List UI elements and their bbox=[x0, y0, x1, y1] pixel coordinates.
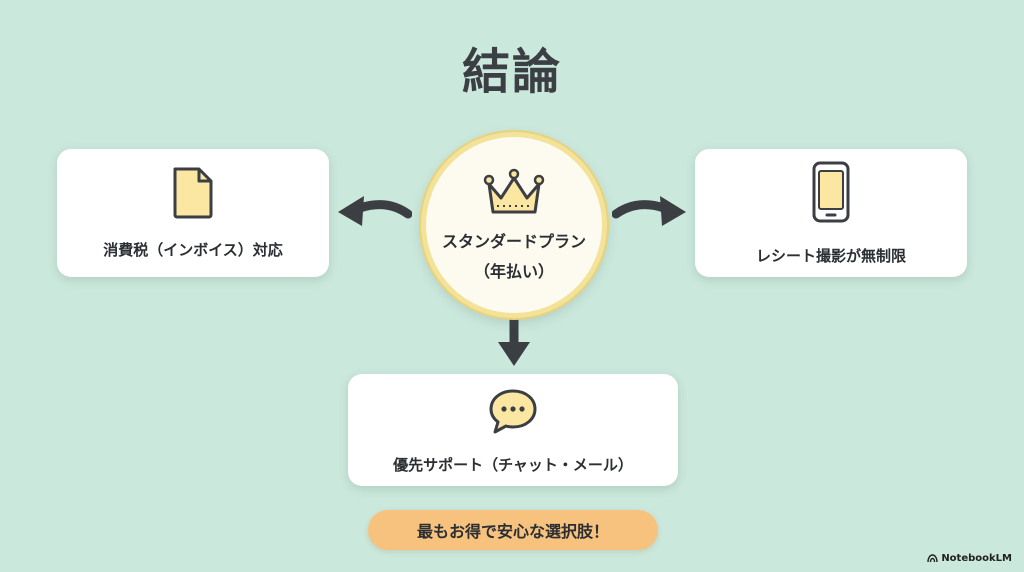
arrow-left-icon bbox=[338, 196, 412, 226]
page-title: 結論 bbox=[461, 44, 562, 100]
arrow-down-icon bbox=[498, 318, 530, 366]
document-icon bbox=[171, 167, 215, 223]
smartphone-icon bbox=[811, 161, 851, 227]
arrow-right-icon bbox=[612, 196, 686, 226]
chat-bubble-icon bbox=[487, 388, 539, 440]
brand-watermark: NotebookLM bbox=[927, 553, 1012, 564]
card-receipt: レシート撮影が無制限 bbox=[695, 149, 967, 277]
card-support: 優先サポート（チャット・メール） bbox=[348, 374, 678, 486]
card-support-label: 優先サポート（チャット・メール） bbox=[393, 456, 633, 474]
card-invoice: 消費税（インボイス）対応 bbox=[57, 149, 329, 277]
center-plan-circle: スタンダードプラン （年払い） bbox=[421, 132, 607, 318]
plan-name: スタンダードプラン bbox=[441, 232, 586, 251]
brand-name: NotebookLM bbox=[941, 553, 1012, 564]
plan-term: （年払い） bbox=[473, 262, 554, 281]
crown-icon bbox=[481, 168, 547, 222]
conclusion-badge: 最もお得で安心な選択肢！ bbox=[368, 510, 658, 550]
notebooklm-logo-icon bbox=[927, 554, 939, 563]
card-receipt-label: レシート撮影が無制限 bbox=[755, 247, 906, 265]
card-invoice-label: 消費税（インボイス）対応 bbox=[103, 241, 283, 259]
